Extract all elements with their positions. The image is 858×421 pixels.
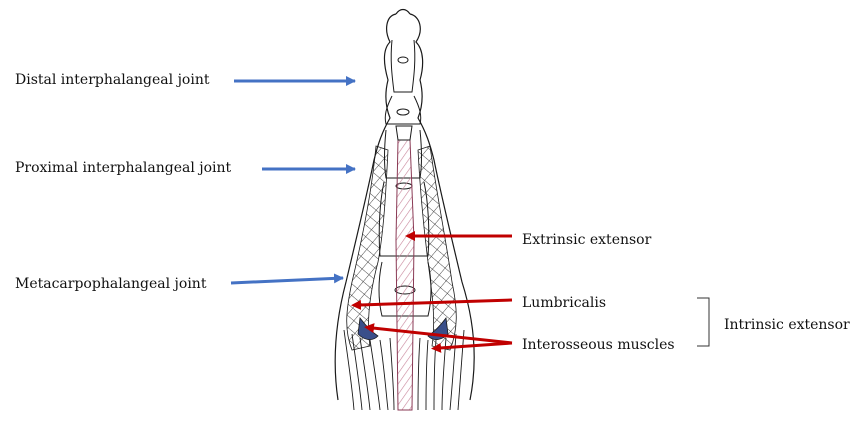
label-interosseous-muscles: Interosseous muscles — [522, 337, 675, 353]
extensor-tendon-top — [396, 126, 412, 140]
mcp-arrow — [231, 278, 343, 283]
extensor-tendon — [396, 140, 414, 410]
label-metacarpophalangeal-joint: Metacarpophalangeal joint — [15, 276, 206, 292]
intrinsic-bracket — [697, 298, 709, 346]
label-extrinsic-extensor: Extrinsic extensor — [522, 232, 651, 248]
lateral-band-left — [347, 146, 388, 350]
label-lumbricalis: Lumbricalis — [522, 295, 606, 311]
label-distal-interphalangeal-joint: Distal interphalangeal joint — [15, 72, 209, 88]
label-proximal-interphalangeal-joint: Proximal interphalangeal joint — [15, 160, 231, 176]
label-intrinsic-extensor: Intrinsic extensor — [724, 317, 850, 333]
